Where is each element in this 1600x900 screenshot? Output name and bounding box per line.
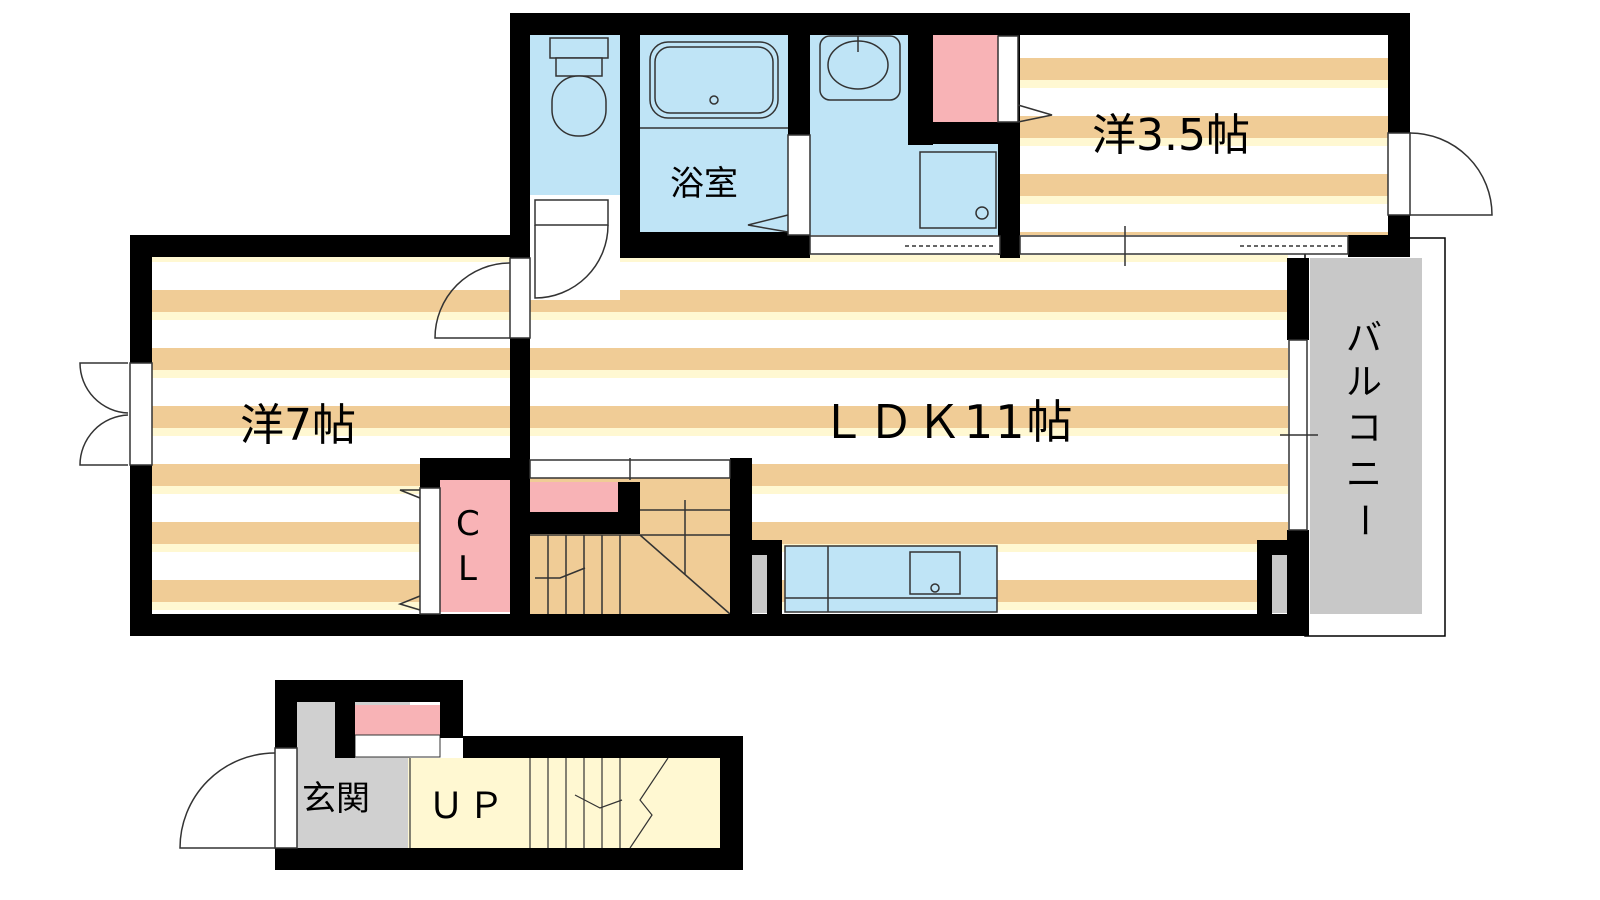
balcony-floor	[1310, 258, 1422, 614]
storage-top	[933, 35, 1000, 123]
room-3-5-floor	[1020, 35, 1388, 235]
window-marks	[629, 226, 1345, 480]
stair-steps-upper	[530, 500, 731, 615]
walls	[130, 13, 1410, 636]
kitchen-counter	[784, 545, 998, 613]
sink-icon	[909, 551, 961, 595]
bathtub-icon	[640, 41, 788, 129]
label-stairs-up: ＵＰ	[428, 786, 508, 827]
svg-text:ー: ー	[1343, 502, 1384, 538]
label-western-7: 洋7帖	[240, 400, 356, 451]
label-western-3-5: 洋3.5帖	[1092, 110, 1250, 161]
washing-machine-icon	[919, 151, 997, 229]
label-closet-c: C	[456, 504, 480, 544]
closet	[440, 480, 510, 612]
entrance-door-swing	[179, 752, 276, 849]
svg-text:ル: ル	[1346, 362, 1382, 403]
label-closet-l: L	[458, 549, 477, 589]
svg-text:バ: バ	[1346, 318, 1382, 359]
entrance-stair-floor	[408, 758, 720, 848]
stair-steps-lower	[409, 757, 669, 849]
door-swings	[79, 104, 1493, 611]
label-bath: 浴室	[670, 164, 738, 204]
label-balcony: バ ル コ ニ ー	[1343, 318, 1384, 538]
lower-walls	[275, 680, 743, 870]
washbasin-icon	[819, 35, 901, 101]
toilet-icon	[549, 37, 609, 137]
label-entrance: 玄関	[302, 779, 370, 819]
fridge-space	[752, 555, 767, 613]
label-ldk: ＬＤＫ11帖	[820, 395, 1075, 449]
bath-area	[640, 35, 788, 235]
shoe-storage	[355, 705, 440, 735]
svg-text:コ: コ	[1346, 408, 1382, 449]
svg-text:ニ: ニ	[1346, 454, 1382, 495]
